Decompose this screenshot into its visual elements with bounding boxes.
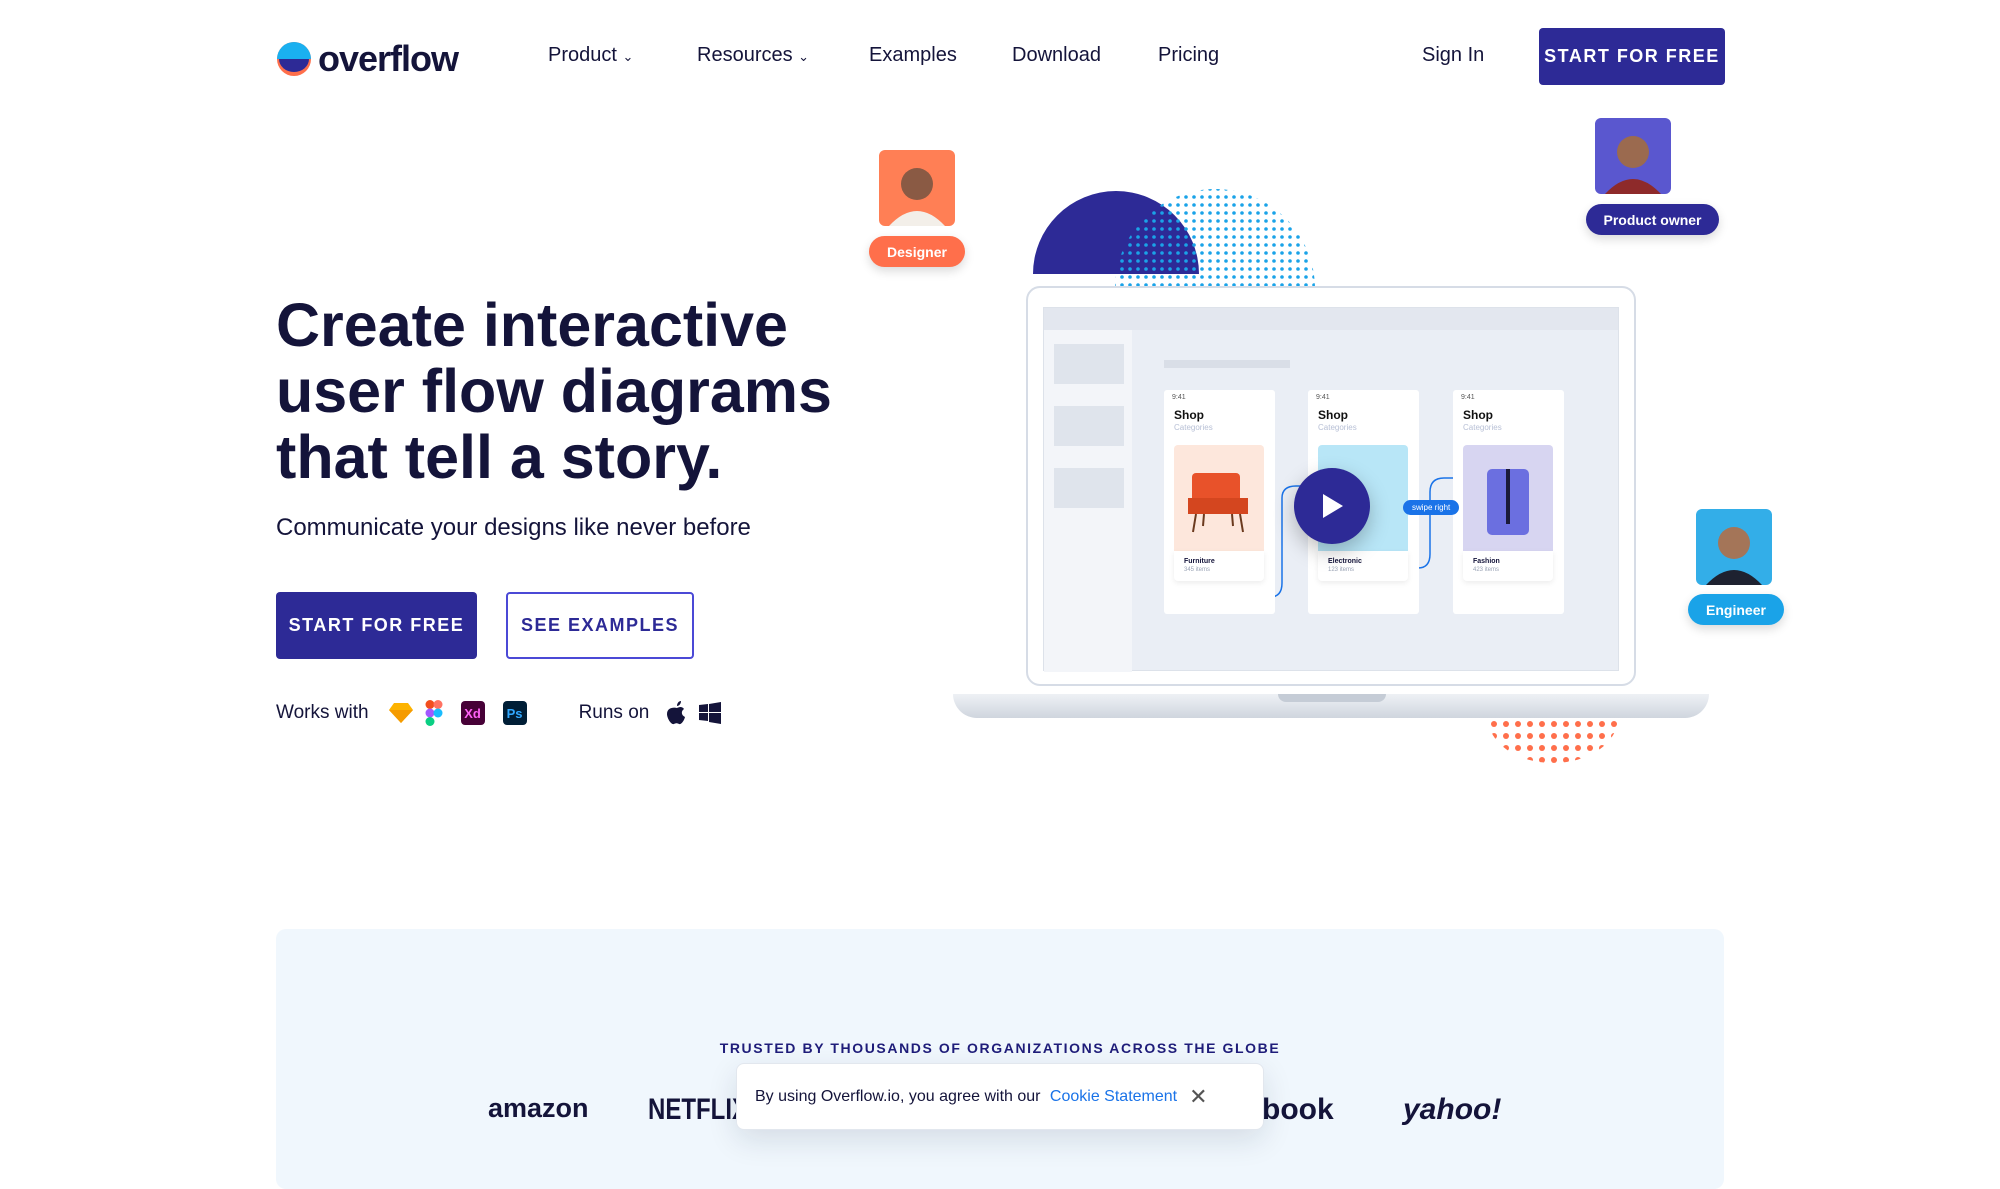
play-button[interactable] xyxy=(1294,468,1370,544)
armchair-image xyxy=(1188,473,1248,533)
screen-title: Shop xyxy=(1318,408,1348,422)
cookie-text: By using Overflow.io, you agree with our xyxy=(755,1087,1045,1105)
orange-dots-decoration xyxy=(1488,718,1618,763)
sign-in-link[interactable]: Sign In xyxy=(1422,44,1485,66)
figma-icon xyxy=(425,700,443,726)
nav-examples[interactable]: Examples xyxy=(869,44,957,66)
cookie-statement-link[interactable]: Cookie Statement xyxy=(1049,1087,1178,1105)
backpack-image xyxy=(1487,469,1529,535)
engineer-avatar xyxy=(1696,509,1772,585)
chevron-down-icon: ⌄ xyxy=(798,49,810,64)
trusted-section xyxy=(276,929,1724,1189)
amazon-logo: amazon xyxy=(488,1093,589,1123)
screen-fashion: 9:41 Shop Categories Fashion 423 items xyxy=(1453,390,1564,614)
screen-title: Shop xyxy=(1174,408,1204,422)
works-with-label: Works with xyxy=(276,702,369,723)
windows-icon xyxy=(699,702,722,724)
designer-tag: Designer xyxy=(869,236,965,267)
close-icon[interactable]: ✕ xyxy=(1189,1083,1208,1109)
see-examples-button[interactable]: SEE EXAMPLES xyxy=(506,592,694,659)
designer-avatar xyxy=(879,150,955,226)
photoshop-icon: Ps xyxy=(502,701,527,725)
category-name: Fashion xyxy=(1473,558,1500,565)
netflix-logo: NETFLIX xyxy=(648,1093,748,1126)
category-count: 123 items xyxy=(1328,567,1355,573)
category-count: 423 items xyxy=(1473,567,1500,573)
screen-subtitle: Categories xyxy=(1463,423,1502,432)
status-time: 9:41 xyxy=(1316,394,1330,401)
screen-title: Shop xyxy=(1463,408,1493,422)
nav-pricing[interactable]: Pricing xyxy=(1158,44,1220,66)
overflow-logo-icon xyxy=(277,42,311,76)
engineer-tag: Engineer xyxy=(1688,594,1784,625)
sketch-icon xyxy=(388,703,413,723)
status-time: 9:41 xyxy=(1172,394,1186,401)
start-for-free-button[interactable]: START FOR FREE xyxy=(276,592,477,659)
nav-product[interactable]: Product ⌄ xyxy=(548,44,634,66)
hero-subtitle: Communicate your designs like never befo… xyxy=(276,514,751,541)
nav-download[interactable]: Download xyxy=(1012,44,1101,66)
category-name: Furniture xyxy=(1184,558,1215,565)
screen-subtitle: Categories xyxy=(1318,423,1357,432)
screen-furniture: 9:41 Shop Categories Furniture 345 items xyxy=(1164,390,1275,614)
category-count: 345 items xyxy=(1184,567,1211,573)
decorative-shapes xyxy=(1033,189,1315,289)
xd-icon: Xd xyxy=(460,701,485,725)
screen-subtitle: Categories xyxy=(1174,423,1213,432)
cookie-banner: By using Overflow.io, you agree with our… xyxy=(736,1063,1264,1130)
product-owner-avatar xyxy=(1595,118,1671,194)
yahoo-logo: yahoo! xyxy=(1403,1093,1502,1126)
play-icon xyxy=(1323,494,1343,518)
swipe-right-label: swipe right xyxy=(1403,500,1460,515)
status-time: 9:41 xyxy=(1461,394,1475,401)
header-start-button[interactable]: START FOR FREE xyxy=(1539,28,1725,85)
logo[interactable]: overflow xyxy=(276,38,459,80)
works-with: Works with Xd Ps Runs on xyxy=(276,700,722,726)
apple-icon xyxy=(667,701,686,725)
hero-title: Create interactive user flow diagrams th… xyxy=(276,291,832,491)
facebook-logo: book xyxy=(1262,1093,1334,1126)
nav-resources[interactable]: Resources ⌄ xyxy=(697,44,810,66)
runs-on-label: Runs on xyxy=(578,702,650,723)
brand-name: overflow xyxy=(318,38,459,79)
chevron-down-icon: ⌄ xyxy=(622,49,634,64)
category-name: Electronic xyxy=(1328,558,1362,565)
product-owner-tag: Product owner xyxy=(1586,204,1719,235)
trusted-heading: TRUSTED BY THOUSANDS OF ORGANIZATIONS AC… xyxy=(719,1040,1281,1056)
